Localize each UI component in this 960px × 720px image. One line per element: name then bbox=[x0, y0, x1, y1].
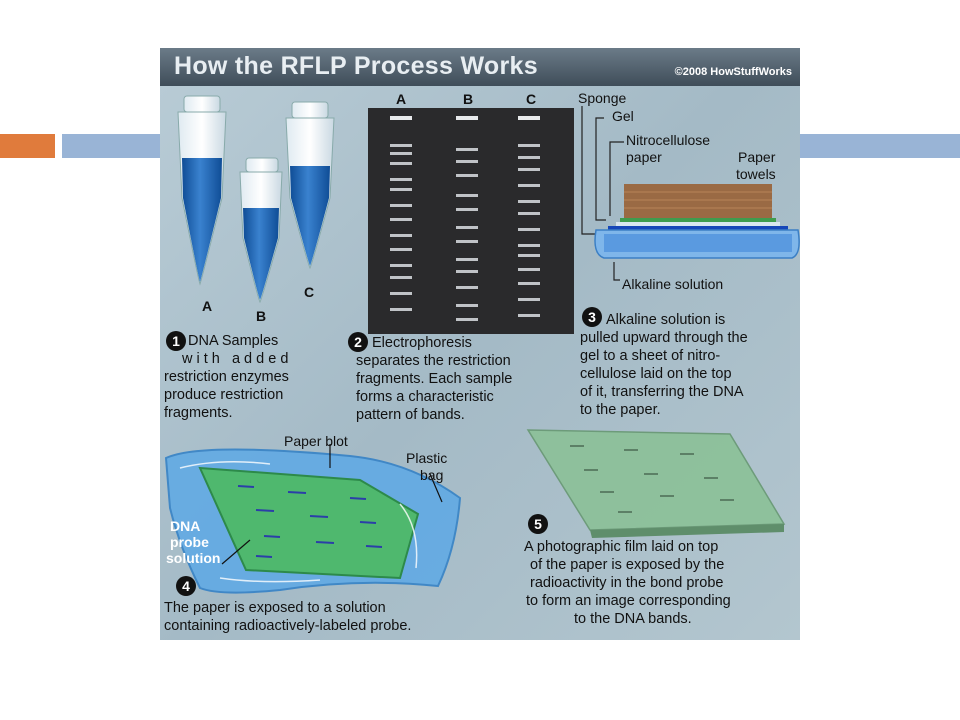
step-2-line-5: pattern of bands. bbox=[356, 407, 465, 423]
step-3-line-4: cellulose laid on the top bbox=[580, 366, 732, 382]
step-3-badge: 3 bbox=[582, 307, 602, 327]
tube-b bbox=[239, 157, 283, 304]
step-1-line-2: w i t h a d d e d bbox=[182, 351, 289, 367]
photographic-film bbox=[526, 429, 786, 538]
step-4-line-2: containing radioactively-labeled probe. bbox=[164, 618, 412, 634]
rflp-figure: How the RFLP Process Works ©2008 HowStuf… bbox=[160, 48, 800, 640]
step-3-line-5: of it, transferring the DNA bbox=[580, 384, 744, 400]
accent-bar-blue-right bbox=[800, 134, 960, 158]
label-dna-probe-3: solution bbox=[166, 550, 221, 566]
tube-label-b: B bbox=[256, 308, 267, 324]
label-dna-probe-2: probe bbox=[170, 534, 209, 550]
step-3-line-2: pulled upward through the bbox=[580, 330, 748, 346]
tube-c bbox=[285, 101, 335, 270]
step-5-line-5: to the DNA bands. bbox=[574, 611, 692, 627]
label-paper-blot: Paper blot bbox=[284, 433, 348, 449]
step-2-line-2: separates the restriction bbox=[356, 353, 511, 369]
step-4-line-1: The paper is exposed to a solution bbox=[164, 600, 386, 616]
step-5-badge: 5 bbox=[528, 514, 548, 534]
figure-credit: ©2008 HowStuffWorks bbox=[674, 66, 792, 78]
tubes-illustration bbox=[177, 95, 335, 304]
step-1-line-5: fragments. bbox=[164, 405, 233, 421]
label-nitrocellulose-1: Nitrocellulose bbox=[626, 132, 711, 148]
title-bar: How the RFLP Process Works ©2008 HowStuf… bbox=[160, 48, 800, 86]
step-5-line-3: radioactivity in the bond probe bbox=[530, 575, 724, 591]
step-5-line-4: to form an image corresponding bbox=[526, 593, 731, 609]
accent-bar-orange bbox=[0, 134, 55, 158]
figure-title: How the RFLP Process Works bbox=[174, 52, 538, 80]
probe-bag-illustration bbox=[164, 444, 462, 594]
blot-apparatus bbox=[581, 106, 800, 281]
electrophoresis-gel bbox=[368, 108, 574, 334]
lane-label-c: C bbox=[526, 91, 537, 107]
label-plastic-bag-1: Plastic bbox=[406, 450, 448, 466]
label-sponge: Sponge bbox=[578, 90, 627, 106]
step-1-line-1: DNA Samples bbox=[188, 333, 279, 349]
step-3-line-3: gel to a sheet of nitro- bbox=[580, 348, 721, 364]
label-paper-towels-1: Paper bbox=[738, 149, 776, 165]
step-2-line-3: fragments. Each sample bbox=[356, 371, 513, 387]
lane-label-a: A bbox=[396, 91, 407, 107]
step-3-line-1: Alkaline solution is bbox=[606, 312, 726, 328]
step-2-badge: 2 bbox=[348, 332, 368, 352]
label-dna-probe-1: DNA bbox=[170, 518, 201, 534]
tube-label-c: C bbox=[304, 284, 315, 300]
label-plastic-bag-2: bag bbox=[420, 467, 444, 483]
tube-label-a: A bbox=[202, 298, 213, 314]
label-nitrocellulose-2: paper bbox=[626, 149, 662, 165]
step-4-badge: 4 bbox=[176, 576, 196, 596]
step-2-line-1: Electrophoresis bbox=[372, 335, 472, 351]
step-1-badge: 1 bbox=[166, 331, 186, 351]
label-paper-towels-2: towels bbox=[736, 166, 776, 182]
label-alkaline-solution: Alkaline solution bbox=[622, 276, 724, 292]
step-5-line-1: A photographic film laid on top bbox=[524, 539, 719, 555]
step-1-line-3: restriction enzymes bbox=[164, 369, 289, 385]
tube-a bbox=[177, 95, 227, 286]
lane-label-b: B bbox=[463, 91, 474, 107]
step-1-line-4: produce restriction bbox=[164, 387, 284, 403]
step-2-line-4: forms a characteristic bbox=[356, 389, 494, 405]
step-3-line-6: to the paper. bbox=[580, 402, 661, 418]
label-gel: Gel bbox=[612, 108, 634, 124]
accent-bar-blue-left bbox=[62, 134, 162, 158]
step-5-line-2: of the paper is exposed by the bbox=[530, 557, 725, 573]
